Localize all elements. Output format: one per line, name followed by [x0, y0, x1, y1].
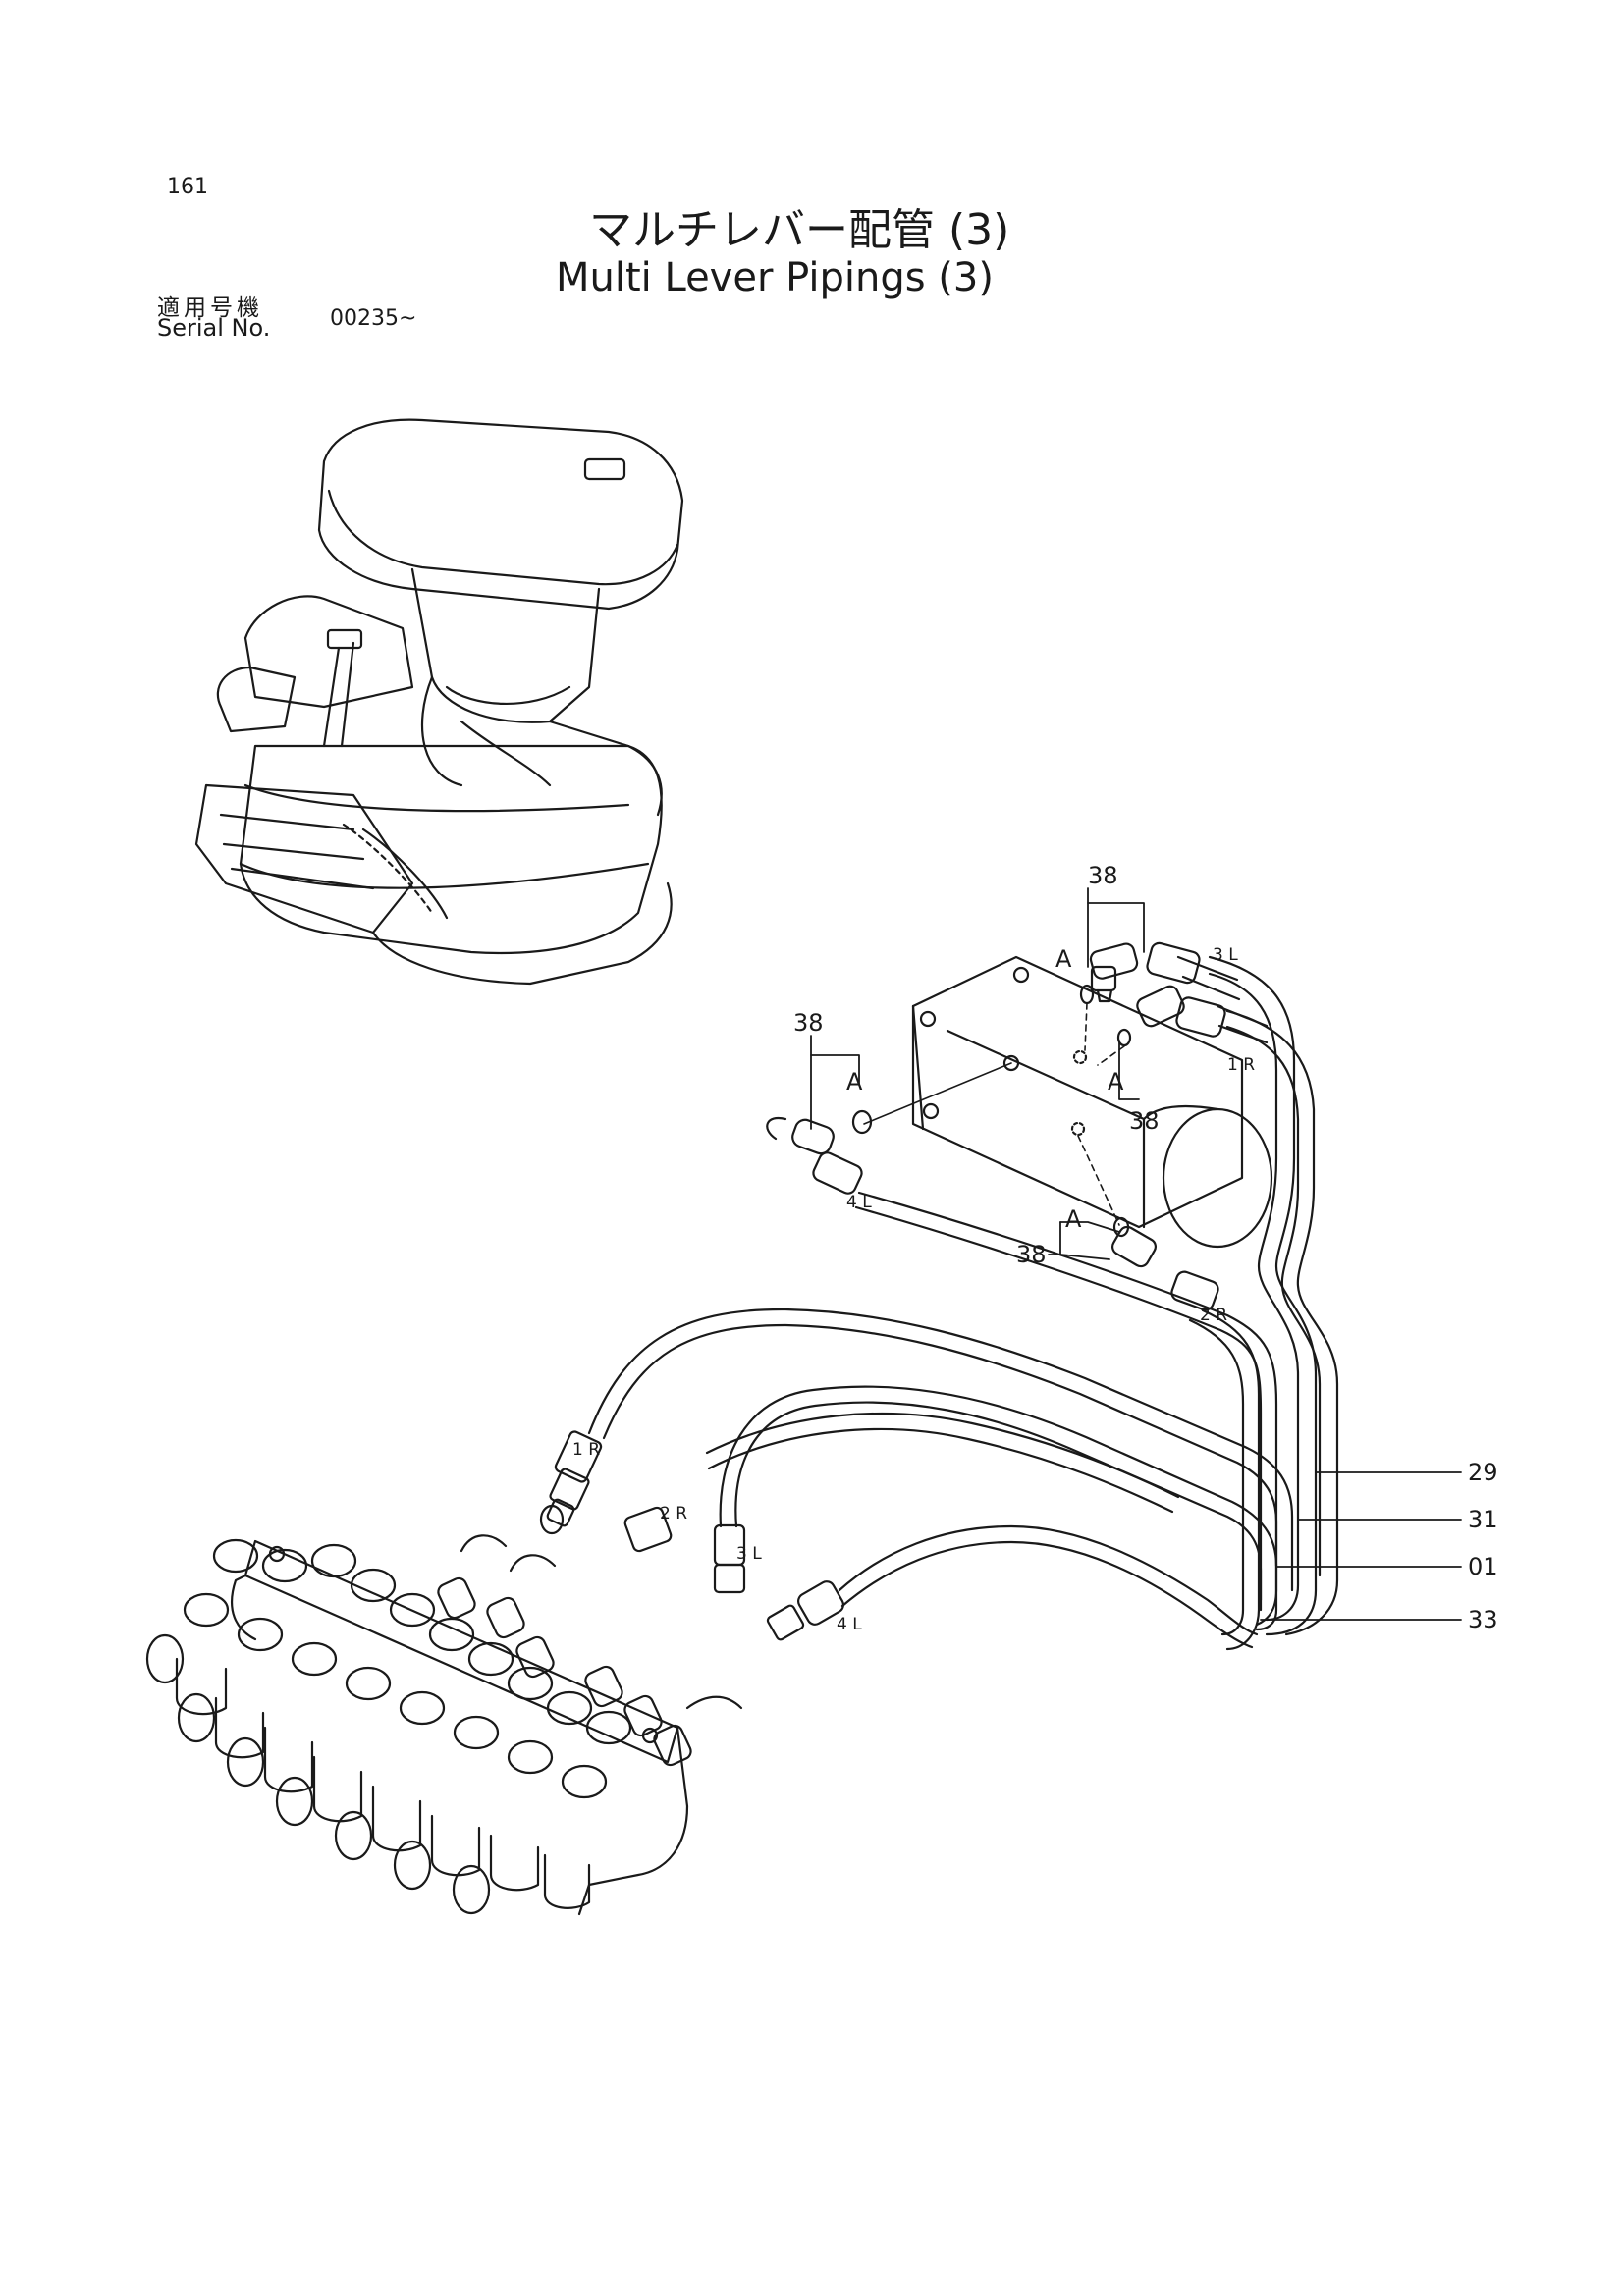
- callout-hose-4l: 4 L: [846, 1193, 872, 1212]
- seat-illustration: [194, 418, 684, 986]
- callout-valve-2r: 2 R: [660, 1504, 687, 1523]
- serial-label-japanese: 適用号機: [157, 295, 263, 321]
- part-leaders: [1260, 1471, 1462, 1621]
- callout-valve-3l: 3 L: [736, 1544, 762, 1564]
- serial-label-english: Serial No.: [157, 314, 271, 342]
- callout-ref-a-2: A: [846, 1068, 863, 1095]
- spool-cylinders: [145, 1633, 591, 1915]
- callout-part-31: 31: [1468, 1506, 1498, 1533]
- callout-valve-4l: 4 L: [837, 1615, 862, 1634]
- control-valve: [145, 1534, 743, 1916]
- callout-fitting-38-mid: 38: [1129, 1107, 1160, 1135]
- fittings-upper: [766, 941, 1269, 1311]
- hose-end-fittings: [539, 1430, 844, 1641]
- callout-fitting-38-low: 38: [1016, 1241, 1047, 1268]
- callout-part-01: 01: [1468, 1553, 1498, 1580]
- serial-value: 00235~: [330, 306, 417, 331]
- callout-part-29: 29: [1468, 1459, 1498, 1486]
- callout-hose-2r: 2 R: [1200, 1306, 1227, 1325]
- spool-caps: [183, 1538, 632, 1799]
- callout-ref-a-1: A: [1055, 945, 1072, 973]
- multi-lever-unit: [911, 955, 1273, 1249]
- callout-valve-1r: 1 R: [572, 1440, 600, 1460]
- callout-ref-a-4: A: [1065, 1205, 1082, 1233]
- callout-fitting-38-top: 38: [1088, 862, 1118, 889]
- hose-bundle: [587, 955, 1339, 1651]
- bracket-lines: [810, 887, 1145, 1260]
- callout-hose-3l: 3 L: [1213, 945, 1238, 965]
- callout-labels: 38 38 38 38 A A A A 3 L 1 R 4 L 2 R 1 R …: [572, 862, 1498, 1634]
- callout-ref-a-3: A: [1108, 1068, 1124, 1095]
- title-japanese: マルチレバー配管 (3): [589, 205, 1010, 255]
- valve-ports: [437, 1534, 743, 1767]
- callout-part-33: 33: [1468, 1606, 1498, 1633]
- title-english: Multi Lever Pipings (3): [556, 255, 994, 300]
- callout-fitting-38-left: 38: [793, 1009, 824, 1037]
- page-number: 161: [167, 175, 208, 199]
- callout-hose-1r: 1 R: [1227, 1055, 1255, 1075]
